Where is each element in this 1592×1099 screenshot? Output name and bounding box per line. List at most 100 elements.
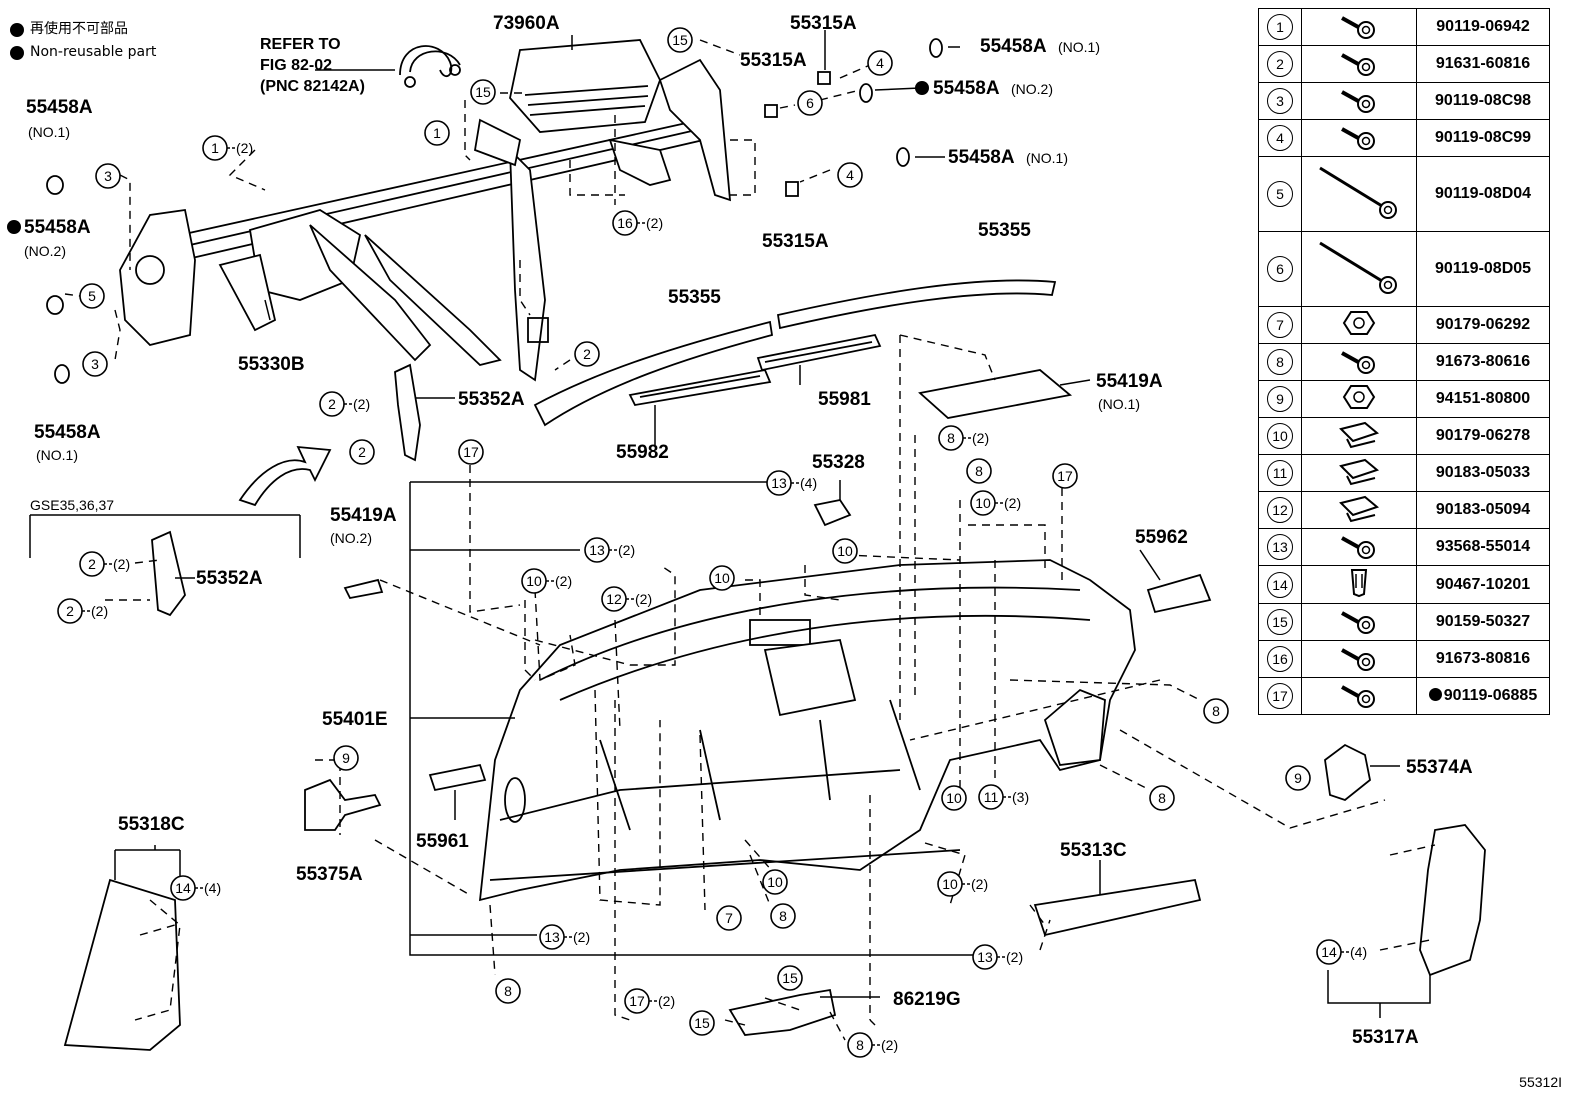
callout-number: 10	[767, 874, 783, 890]
part-number-cell: 90119-08D04	[1416, 156, 1550, 232]
label-86219g: 86219G	[893, 989, 961, 1010]
part-number: 90119-08D05	[1434, 260, 1532, 277]
legend: 再使用不可部品 Non-reusable part	[10, 18, 156, 64]
callout-circle	[574, 341, 600, 367]
callout-item-2: 2(2)	[57, 598, 108, 624]
callout-item-2: 2	[574, 341, 600, 367]
bolt-icon	[1301, 603, 1417, 641]
switch-base-55961	[428, 763, 487, 792]
callout-number: 11	[984, 789, 999, 805]
parts-table-row: 17 90119-06885	[1258, 677, 1550, 715]
callout-number: 2	[583, 346, 591, 362]
parts-table-row: 16 91673-80816	[1258, 640, 1550, 678]
item-number-badge: 15	[1267, 609, 1293, 635]
callout-number: 13	[771, 475, 787, 491]
callout-item-15: 15	[470, 79, 496, 105]
callout-item-2: 2(2)	[79, 551, 130, 577]
callout-number: 2	[88, 556, 96, 572]
callout-quantity: (2)	[91, 603, 108, 619]
callout-circle	[867, 50, 893, 76]
label-55419a-no1: 55419A	[1096, 371, 1163, 392]
item-number-badge: 1	[1267, 14, 1293, 40]
bolt-icon	[1301, 119, 1417, 157]
callout-quantity: (2)	[972, 430, 989, 446]
callout-circle	[777, 965, 803, 991]
callout-item-15: 15	[777, 965, 803, 991]
part-number: 90119-06885	[1443, 687, 1538, 704]
note-no1-pad: (NO.1)	[1098, 396, 1140, 412]
callout-circle	[458, 439, 484, 465]
refer-line1: REFER TO	[260, 36, 341, 53]
label-55355-right: 55355	[978, 220, 1031, 241]
callout-item-17: 17	[1052, 463, 1078, 489]
callout-item-3: 3	[95, 163, 121, 189]
callout-circle	[349, 439, 375, 465]
callout-number: 15	[475, 84, 491, 100]
callout-item-13: 13 (4)	[766, 470, 817, 496]
callout-quantity: (2)	[658, 993, 675, 1009]
label-73960a: 73960A	[493, 13, 560, 34]
callout-item-17: 17(2)	[624, 988, 675, 1014]
item-number-badge: 17	[1267, 683, 1293, 709]
part-number: 90179-06292	[1435, 316, 1531, 333]
callout-item-1: 1(2)	[202, 135, 253, 161]
label-55982: 55982	[616, 442, 669, 463]
parts-table-row: 5 90119-08D04	[1258, 156, 1550, 232]
callout-item-10: 10	[941, 785, 967, 811]
note-no1-low: (NO.1)	[36, 447, 78, 463]
item-number-badge: 10	[1267, 423, 1293, 449]
row-number: 5	[1258, 156, 1302, 232]
part-number: 90159-50327	[1435, 613, 1531, 630]
callout-number: 10	[975, 495, 991, 511]
part-number-cell: 90119-06885	[1416, 677, 1550, 715]
part-number: 90119-08C99	[1434, 129, 1532, 146]
part-number-cell: 90179-06292	[1416, 306, 1550, 344]
note-no2-pad: (NO.2)	[330, 530, 372, 546]
callout-quantity: (3)	[1012, 789, 1029, 805]
callout-number: 1	[211, 140, 219, 156]
callout-item-4: 4	[837, 162, 863, 188]
callout-circle	[82, 351, 108, 377]
callout-number: 8	[779, 908, 787, 924]
callout-number: 8	[975, 463, 983, 479]
callout-number: 10	[946, 790, 962, 806]
cover-55962	[1146, 573, 1212, 614]
callout-quantity: (2)	[573, 929, 590, 945]
callout-quantity: (4)	[800, 475, 817, 491]
callout-item-16: 16(2)	[612, 210, 663, 236]
insulator-pad-no2	[343, 578, 384, 600]
nonreusable-dot-icon	[915, 81, 929, 95]
callout-number: 10	[837, 543, 853, 559]
label-55458a-no1-top: 55458A	[980, 36, 1047, 57]
callout-number: 9	[342, 750, 350, 766]
label-55458a-no2-top: 55458A	[933, 78, 1000, 99]
reinforcement-beam-assembly	[119, 58, 732, 382]
callout-number: 17	[463, 444, 479, 460]
item-number-badge: 5	[1267, 181, 1293, 207]
label-55458a-no1-mid: 55458A	[948, 147, 1015, 168]
label-55315a-mid: 55315A	[740, 50, 807, 71]
callout-number: 8	[856, 1037, 864, 1053]
callout-circle	[762, 869, 788, 895]
callout-item-2: 2(2)	[319, 391, 370, 417]
part-number-cell: 91673-80816	[1416, 640, 1550, 678]
callout-item-9: 9	[1285, 765, 1311, 791]
note-no2-left: (NO.2)	[24, 243, 66, 259]
callout-quantity: (2)	[555, 573, 572, 589]
bolt-icon	[1301, 677, 1417, 715]
callout-circle	[689, 1010, 715, 1036]
part-number: 91631-60816	[1435, 55, 1531, 72]
label-55328: 55328	[812, 452, 865, 473]
callout-item-8: 8	[1203, 698, 1229, 724]
note-no1-top: (NO.1)	[1058, 39, 1100, 55]
item-number-badge: 7	[1267, 312, 1293, 338]
bolt-icon	[1301, 45, 1417, 83]
label-55981: 55981	[818, 389, 871, 410]
callout-circle	[797, 90, 823, 116]
row-number: 16	[1258, 640, 1302, 678]
